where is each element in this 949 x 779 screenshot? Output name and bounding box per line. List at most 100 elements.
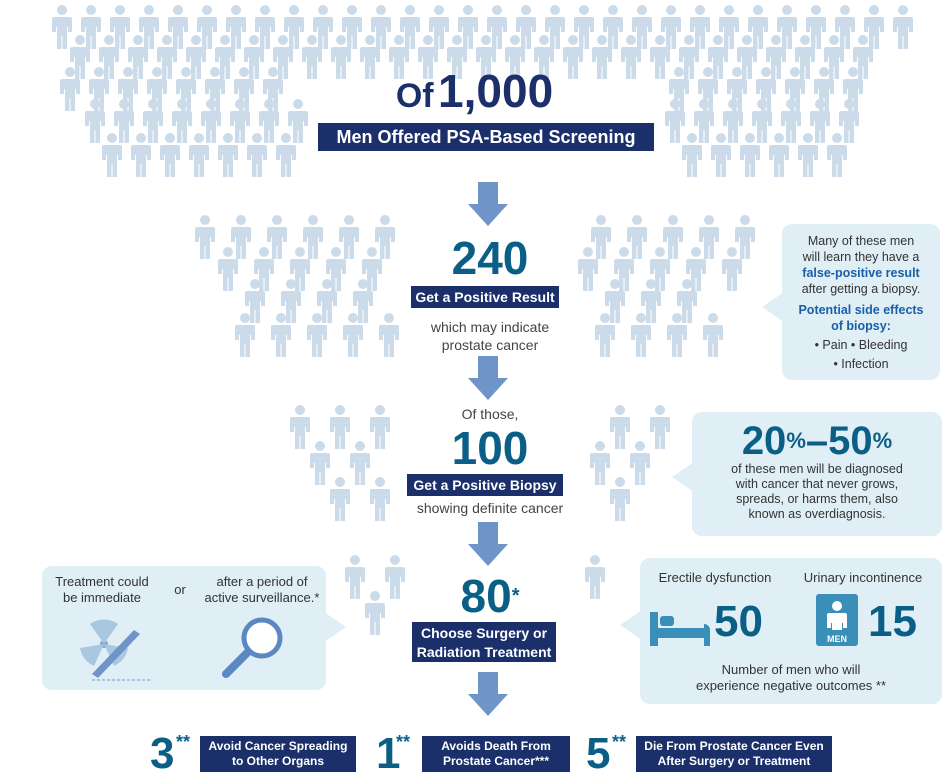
- person-icon: [218, 247, 238, 291]
- person-icon: [722, 247, 742, 291]
- treatment-timing-callout: Treatment could be immediate or after a …: [42, 566, 346, 690]
- outcomes-note-line1: Number of men who will: [721, 662, 861, 677]
- timing-b-line1: after a period of: [216, 574, 308, 589]
- person-icon: [735, 215, 755, 259]
- callout1-line2: will learn they have a: [802, 250, 920, 264]
- stage2-label: Get a Positive Biopsy: [407, 474, 563, 496]
- header-of: Of: [395, 77, 434, 115]
- person-icon: [703, 313, 723, 357]
- person-icon: [893, 5, 913, 49]
- outcome-2-number: 1: [376, 729, 401, 778]
- header-title: Of 1,000: [0, 64, 949, 118]
- header-count: 1,000: [438, 65, 554, 117]
- person-icon: [699, 215, 719, 259]
- callout1-heading2: of biopsy:: [831, 319, 891, 333]
- ui-label: Urinary incontinence: [803, 570, 923, 585]
- down-arrow-2: [468, 356, 508, 400]
- outcomes-note-line2: experience negative outcomes **: [695, 678, 887, 693]
- person-icon: [195, 215, 215, 259]
- down-arrow-1: [468, 182, 508, 226]
- person-icon: [303, 215, 323, 259]
- stage1-sub-line1: which may indicate: [430, 319, 550, 335]
- callout2-line4: known as overdiagnosis.: [748, 507, 886, 521]
- person-icon: [663, 215, 683, 259]
- person-icon: [591, 215, 611, 259]
- timing-a-line2: be immediate: [62, 590, 142, 605]
- ui-count: 15: [868, 597, 917, 646]
- outcome-2-star: **: [396, 732, 411, 752]
- stage2-sub: showing definite cancer: [416, 500, 564, 516]
- outcome-3-line1: Die From Prostate Cancer Even: [644, 739, 824, 753]
- person-icon: [339, 215, 359, 259]
- outcome-2-label: Avoids Death From Prostate Cancer***: [422, 736, 570, 772]
- outcome-1-label: Avoid Cancer Spreading to Other Organs: [200, 736, 356, 772]
- person-icon: [330, 477, 350, 521]
- stage3-star: *: [511, 585, 520, 607]
- men-label: MEN: [827, 634, 847, 644]
- person-icon: [585, 555, 605, 599]
- person-icon: [290, 405, 310, 449]
- person-icon: [330, 405, 350, 449]
- men-sign-icon: MEN: [816, 594, 858, 646]
- person-icon: [370, 405, 390, 449]
- stage2-count: 100: [451, 422, 529, 474]
- callout2-line2: with cancer that never grows,: [735, 477, 899, 491]
- person-icon: [627, 215, 647, 259]
- person-icon: [52, 5, 72, 49]
- overdiagnosis-callout: 20%–50% of these men will be diagnosed w…: [672, 412, 942, 536]
- header-label: Men Offered PSA-Based Screening: [318, 123, 654, 151]
- person-icon: [590, 441, 610, 485]
- ed-count: 50: [714, 597, 763, 646]
- outcome-3-line2: After Surgery or Treatment: [657, 754, 811, 768]
- stage3-label: Choose Surgery or Radiation Treatment: [412, 622, 556, 662]
- stage1-sub: which may indicate prostate cancer: [380, 318, 600, 354]
- callout2-line1: of these men will be diagnosed: [731, 462, 903, 476]
- outcome-1-line2: to Other Organs: [231, 754, 324, 768]
- stage3-label-line1: Choose Surgery or: [420, 625, 548, 641]
- magnifying-glass-icon: [222, 617, 283, 678]
- person-icon: [350, 441, 370, 485]
- outcome-2-line1: Avoids Death From: [441, 739, 551, 753]
- person-icon: [650, 405, 670, 449]
- stage2-pre: Of those,: [461, 406, 519, 422]
- callout2-line3: spreads, or harms them, also: [736, 492, 898, 506]
- person-icon: [630, 441, 650, 485]
- person-icon: [365, 591, 385, 635]
- callout1-line1: Many of these men: [807, 234, 915, 248]
- range-high: 50: [828, 419, 873, 463]
- person-icon: [610, 405, 630, 449]
- overdiagnosis-range: 20%–50%: [692, 420, 942, 462]
- false-positive-callout: Many of these men will learn they have a…: [762, 224, 940, 380]
- outcome-1-line1: Avoid Cancer Spreading: [208, 739, 348, 753]
- outcome-3: 5 ** Die From Prostate Cancer Even After…: [586, 730, 836, 778]
- person-icon: [345, 555, 365, 599]
- outcome-1-star: **: [176, 732, 191, 752]
- outcome-3-star: **: [612, 732, 627, 752]
- outcome-3-label: Die From Prostate Cancer Even After Surg…: [636, 736, 832, 772]
- timing-a-line1: Treatment could: [55, 574, 149, 589]
- outcome-2-line2: Prostate Cancer***: [442, 754, 550, 768]
- callout1-line3: false-positive result: [802, 266, 920, 280]
- range-low: 20: [741, 419, 787, 463]
- outcome-1-number: 3: [150, 729, 175, 778]
- outcome-2: 1 ** Avoids Death From Prostate Cancer**…: [376, 730, 576, 778]
- outcome-3-number: 5: [586, 729, 611, 778]
- outcome-1: 3 ** Avoid Cancer Spreading to Other Org…: [150, 730, 360, 778]
- person-icon: [578, 247, 598, 291]
- down-arrow-3: [468, 522, 508, 566]
- range-low-pct: %: [786, 428, 806, 453]
- stage1-sub-line2: prostate cancer: [441, 337, 539, 353]
- negative-outcomes-callout: Erectile dysfunction Urinary incontinenc…: [620, 558, 942, 704]
- stage1-label: Get a Positive Result: [411, 286, 559, 308]
- person-icon: [610, 477, 630, 521]
- range-dash: –: [805, 419, 829, 463]
- person-icon: [267, 215, 287, 259]
- stage3-count-value: 80: [460, 570, 512, 622]
- range-high-pct: %: [872, 428, 893, 453]
- timing-b-line2: active surveillance.*: [204, 590, 320, 605]
- radiation-scalpel-icon: [80, 619, 152, 681]
- stage1-count: 240: [451, 232, 529, 284]
- down-arrow-4: [468, 672, 508, 716]
- callout1-item2: • Infection: [833, 357, 889, 371]
- person-icon: [310, 441, 330, 485]
